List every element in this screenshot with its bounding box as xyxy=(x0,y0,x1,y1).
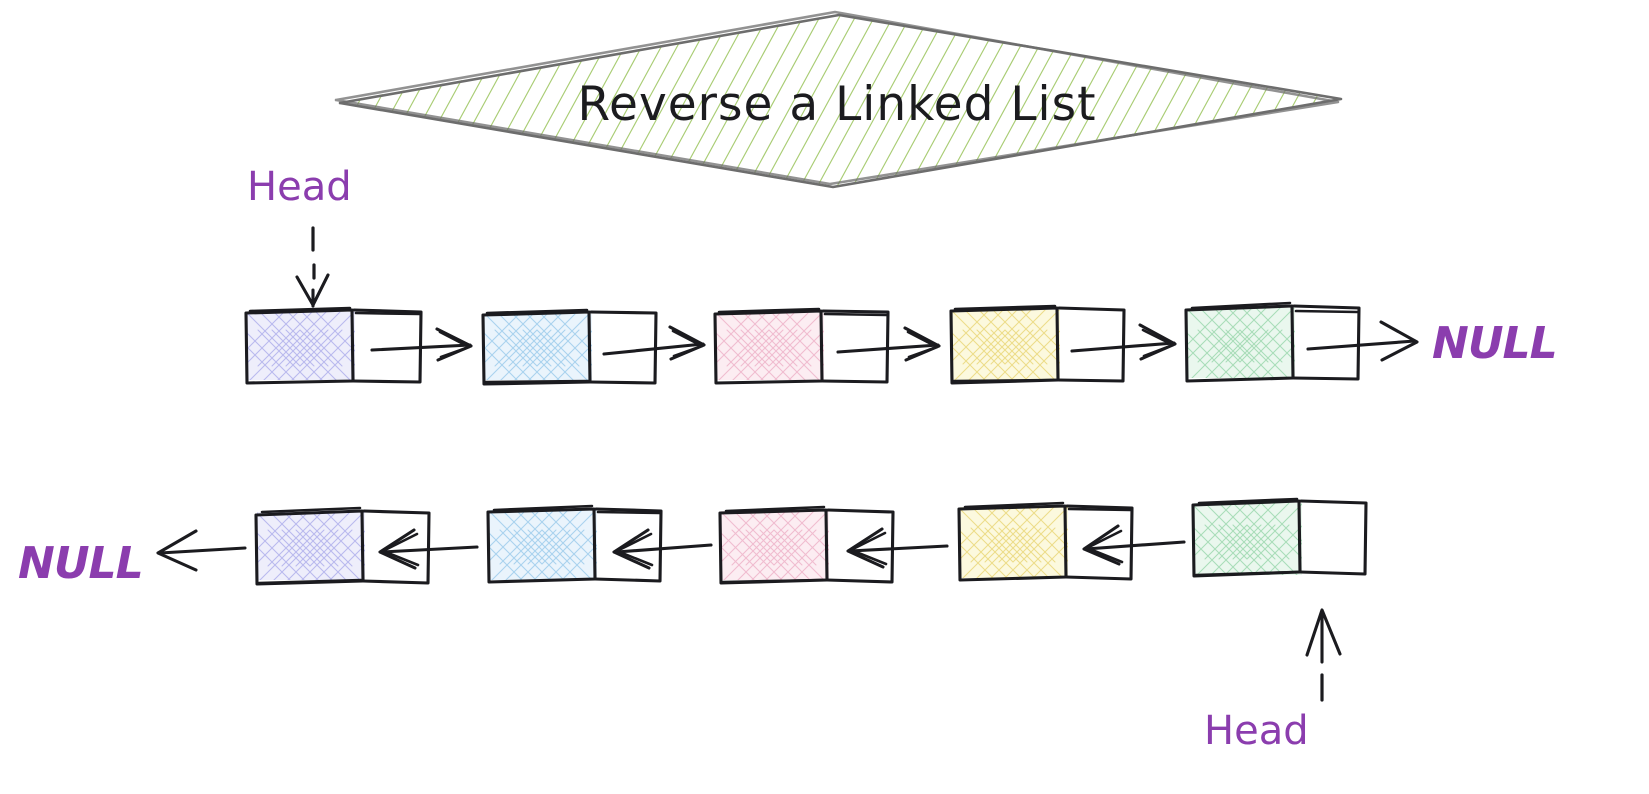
node-fill-hatch xyxy=(1187,308,1295,378)
list-node[interactable] xyxy=(472,494,663,600)
list-node[interactable] xyxy=(943,492,1134,598)
list-node[interactable] xyxy=(467,296,658,400)
null-arrow-left xyxy=(156,529,247,572)
head-label-top: Head xyxy=(247,164,352,210)
list-node[interactable] xyxy=(1177,489,1368,595)
prev-arrow xyxy=(612,528,713,570)
null-label-right: NULL xyxy=(1432,318,1557,369)
head-pointer-bottom xyxy=(1305,608,1342,702)
node-fill-hatch xyxy=(257,512,365,580)
prev-arrow xyxy=(378,528,479,570)
list-node[interactable] xyxy=(699,296,890,400)
node-fill-hatch xyxy=(1194,503,1302,575)
node-fill-hatch xyxy=(489,510,597,580)
head-label-bottom: Head xyxy=(1204,708,1309,754)
node-fill-hatch xyxy=(484,314,592,380)
prev-arrow xyxy=(846,527,949,569)
list-node[interactable] xyxy=(230,296,423,400)
next-arrow xyxy=(836,326,941,362)
list-node[interactable] xyxy=(704,495,895,600)
node-fill-hatch xyxy=(716,313,824,380)
null-label-left: NULL xyxy=(18,538,143,589)
node-fill-hatch xyxy=(247,312,355,380)
list-node[interactable] xyxy=(240,496,431,600)
node-fill-hatch xyxy=(952,310,1060,380)
head-pointer-top xyxy=(295,226,330,308)
list-node[interactable] xyxy=(935,294,1126,400)
node-fill-hatch xyxy=(721,511,829,580)
title-diamond: Reverse a Linked List xyxy=(334,10,1343,189)
next-arrow xyxy=(602,325,706,361)
prev-arrow xyxy=(1082,524,1186,566)
node-fill-hatch xyxy=(960,507,1068,578)
diagram-title: Reverse a Linked List xyxy=(577,77,1096,132)
list-node[interactable] xyxy=(1170,292,1361,400)
null-arrow-right xyxy=(1306,320,1419,362)
next-arrow xyxy=(1070,323,1177,361)
next-arrow xyxy=(370,327,473,362)
